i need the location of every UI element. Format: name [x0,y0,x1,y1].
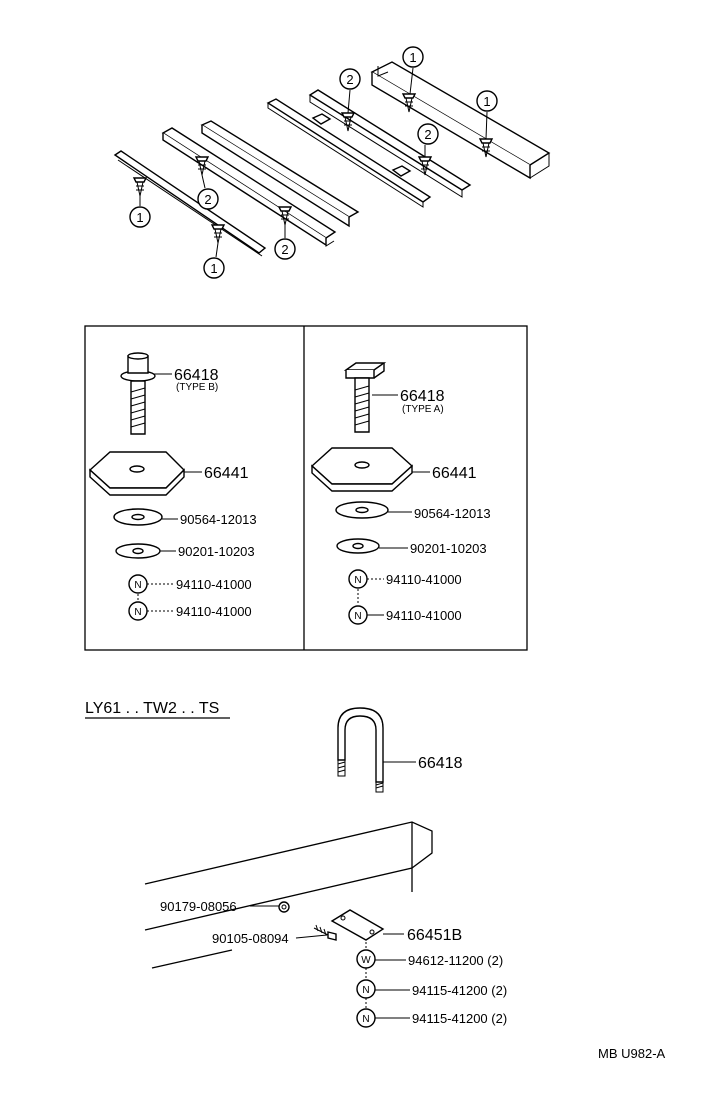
screw-icon [401,93,417,113]
model-label: LY61 . . TW2 . . TS [85,700,219,717]
detail-boxes [84,325,528,651]
screw-icon [340,112,356,132]
nut-icon: N [128,574,148,594]
callout-4: 1 [203,257,225,279]
washer-icon [113,508,163,526]
rail-left-thin [113,150,267,257]
pad-part-number: 66441 [432,465,477,482]
rubber-pad-icon [88,451,185,496]
model-variant-section: LY61 . . TW2 . . TS 66418 90179-08056 [85,700,507,1028]
nut-icon: N [356,979,376,999]
screw-icon [478,138,494,158]
screw-icon [417,156,433,176]
nut2-part-number: 94110-41000 [176,604,252,619]
flange-bolt-icon [120,352,156,435]
nut1-part-number: 94110-41000 [176,577,252,592]
callout-3: 2 [274,238,296,260]
nut-icon: N [348,569,368,589]
nut-icon: N [356,1008,376,1028]
rubber-pad-icon [310,447,414,492]
part-a-number: 90179-08056 [160,899,237,914]
callout-number: 2 [204,192,211,207]
nut-symbol: N [134,607,141,618]
screw-icon [277,206,293,226]
nut-symbol: N [134,580,141,591]
washer2-part-number: 90201-10203 [410,541,487,556]
nut-icon: N [348,605,368,625]
washer-w-part-number: 94612-11200 (2) [408,953,503,968]
pad-part-number: 66441 [204,465,249,482]
bolt-part-number: 66418 [174,367,219,384]
nut1-bottom-part-number: 94115-41200 (2) [412,983,507,998]
callout-number: 1 [136,210,143,225]
washer-symbol: W [361,955,371,966]
callout-number: 2 [281,242,288,257]
rail-middle [266,98,432,208]
callout-8: 1 [476,90,498,112]
bolt-type: (TYPE A) [402,404,444,415]
nut-symbol: N [354,611,361,622]
washer1-part-number: 90564-12013 [180,512,257,527]
washer-icon [336,538,380,554]
t-bolt-icon [343,362,387,433]
washer-icon [335,501,389,519]
nut-symbol: N [354,575,361,586]
callout-number: 1 [409,50,416,65]
nut-symbol: N [362,1014,369,1025]
screw-fasteners [132,93,494,244]
callout-5: 2 [339,68,361,90]
washer-icon [115,543,161,559]
detail-type-b: 66418 (TYPE B) 66441 90564-12013 90201-1… [88,352,257,621]
bolt-type: (TYPE B) [176,382,218,393]
washer-w-icon: W [356,949,376,969]
callout-number: 1 [483,94,490,109]
washer1-part-number: 90564-12013 [414,506,491,521]
u-bolt-icon [337,707,384,793]
rail-assembly-drawing: 1 2 2 1 2 1 2 1 [113,46,551,279]
callout-number: 2 [424,127,431,142]
screw-icon [210,224,226,244]
drawing-code: MB U982-A [598,1046,666,1061]
u-bolt-part-number: 66418 [418,755,463,772]
callout-7: 2 [417,123,439,145]
part-b-number: 90105-08094 [212,931,289,946]
nut2-part-number: 94110-41000 [386,608,462,623]
detail-type-a: 66418 (TYPE A) 66441 90564-12013 90201-1… [310,362,491,625]
bracket-part-number: 66451B [407,927,462,944]
callout-number: 2 [346,72,353,87]
screw-icon [132,177,148,197]
washer2-part-number: 90201-10203 [178,544,255,559]
bolt-icon [313,924,337,941]
bracket-icon [330,909,385,941]
nut-symbol: N [362,985,369,996]
callout-1: 1 [129,206,151,228]
nut1-part-number: 94110-41000 [386,572,462,587]
nut-icon [278,901,290,913]
nut2-bottom-part-number: 94115-41200 (2) [412,1011,507,1026]
bolt-part-number: 66418 [400,388,445,405]
callout-number: 1 [210,261,217,276]
callout-6: 1 [402,46,424,68]
frame-rail [144,821,433,969]
callout-leaders [139,67,488,258]
nut-icon: N [128,601,148,621]
callout-2: 2 [197,188,219,210]
